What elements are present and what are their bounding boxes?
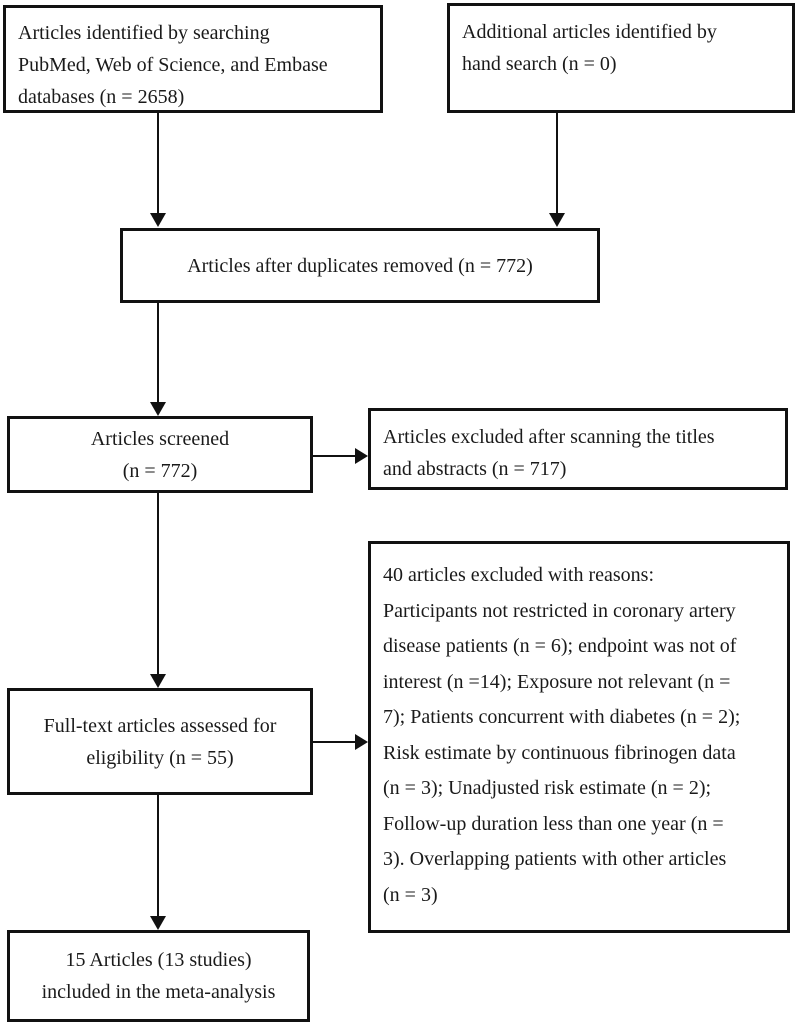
text-line: 15 Articles (13 studies) (65, 949, 252, 971)
text-line: 7); Patients concurrent with diabetes (n… (383, 706, 741, 728)
arrow-fulltext-to-included-line (157, 795, 159, 916)
box-excluded-titles-abstracts: Articles excluded after scanning the tit… (368, 408, 788, 490)
arrow-identified-to-duplicates-head (150, 213, 166, 227)
text-line: 3). Overlapping patients with other arti… (383, 848, 727, 870)
text-line: databases (n = 2658) (18, 86, 185, 108)
text-line: 40 articles excluded with reasons: (383, 564, 655, 586)
text-line: hand search (n = 0) (462, 53, 617, 75)
box-duplicates-removed: Articles after duplicates removed (n = 7… (120, 228, 600, 303)
box-articles-screened: Articles screened (n = 772) (7, 416, 313, 493)
arrow-screened-to-fulltext-head (150, 674, 166, 688)
text-line: (n = 3) (383, 883, 438, 906)
arrow-identified-to-duplicates-line (157, 113, 159, 213)
text-line: Articles excluded after scanning the tit… (383, 426, 715, 448)
text-line: (n = 772) (122, 459, 198, 482)
text-line: included in the meta-analysis (41, 981, 276, 1003)
text-line: Articles identified by searching (18, 22, 270, 44)
text-line: disease patients (n = 6); endpoint was n… (383, 635, 737, 657)
box-included-meta-analysis: 15 Articles (13 studies) included in the… (7, 930, 310, 1022)
text-line: Risk estimate by continuous fibrinogen d… (383, 741, 736, 764)
text-line: Full-text articles assessed for (43, 714, 277, 737)
text-line: and abstracts (n = 717) (383, 458, 567, 480)
text-line: Follow-up duration less than one year (n… (383, 812, 724, 835)
text-line: Articles screened (90, 427, 230, 450)
text-line: PubMed, Web of Science, and Embase (18, 54, 328, 76)
arrow-screened-to-fulltext-line (157, 493, 159, 674)
text-line: eligibility (n = 55) (86, 746, 234, 769)
text-line: Participants not restricted in coronary … (383, 599, 736, 622)
arrow-fulltext-to-excluded-head (355, 734, 368, 750)
arrow-handsearch-to-duplicates-head (549, 213, 565, 227)
arrow-screened-to-excluded-head (355, 448, 368, 464)
arrow-handsearch-to-duplicates-line (556, 113, 558, 213)
arrow-duplicates-to-screened-head (150, 402, 166, 416)
box-hand-search: Additional articles identified by hand s… (447, 3, 795, 113)
arrow-fulltext-to-excluded-line (313, 741, 355, 743)
text-line: interest (n =14); Exposure not relevant … (383, 670, 731, 693)
arrow-screened-to-excluded-line (313, 455, 355, 457)
text-line: Additional articles identified by (462, 21, 717, 43)
arrow-duplicates-to-screened-line (157, 303, 159, 402)
arrow-fulltext-to-included-head (150, 916, 166, 930)
text-line: Articles after duplicates removed (n = 7… (187, 254, 533, 277)
text-line: (n = 3); Unadjusted risk estimate (n = 2… (383, 777, 712, 799)
box-excluded-fulltext-reasons: 40 articles excluded with reasons: Parti… (368, 541, 790, 933)
box-articles-identified: Articles identified by searching PubMed,… (3, 5, 383, 113)
box-fulltext-assessed: Full-text articles assessed for eligibil… (7, 688, 313, 795)
